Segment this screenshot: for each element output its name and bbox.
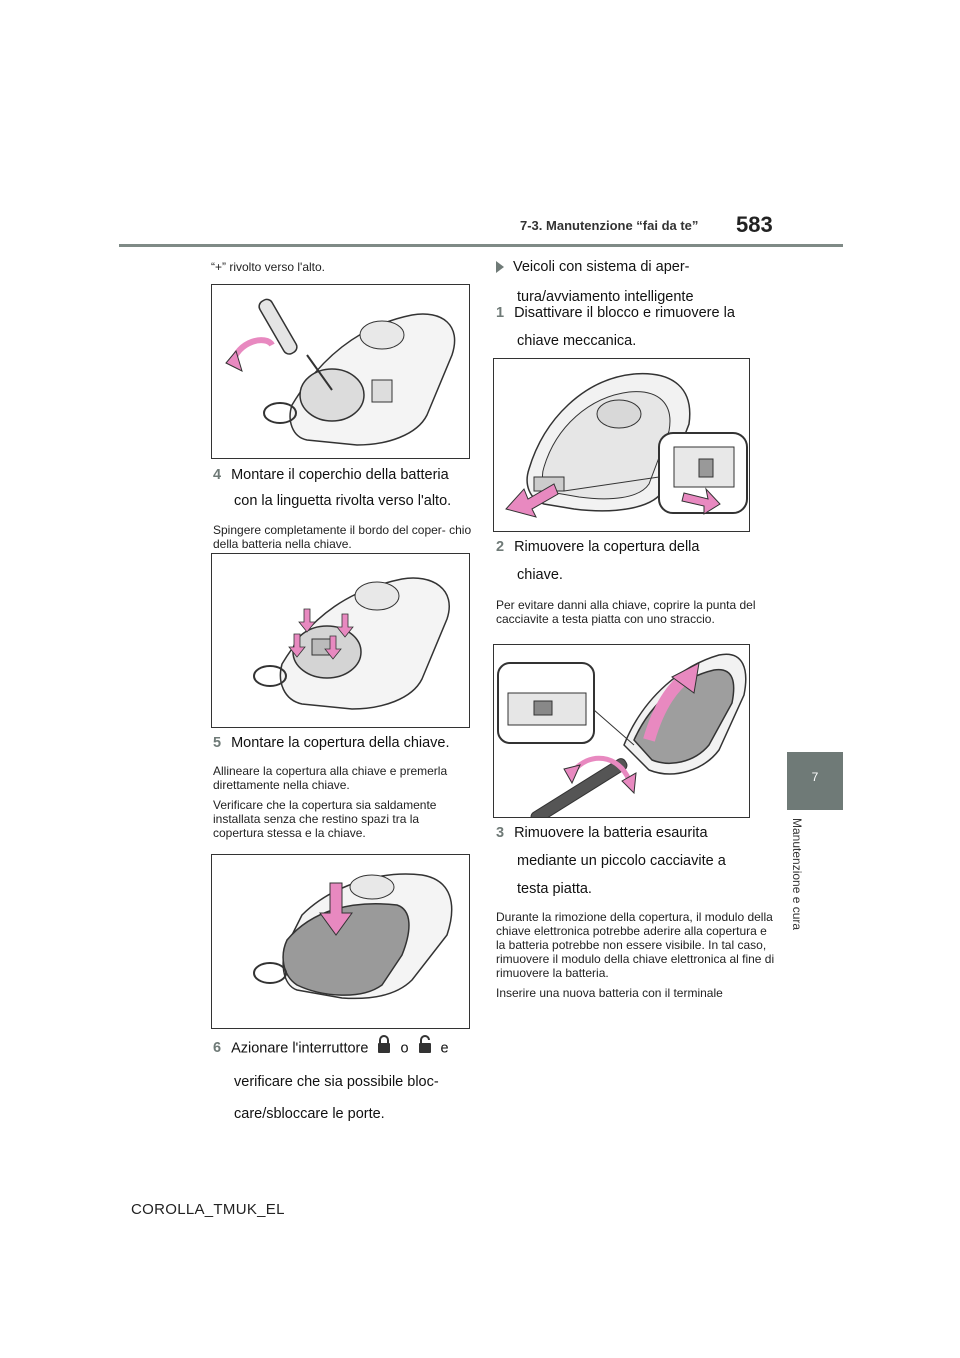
step-3-note-2: Inserire una nuova batteria con il termi… [496, 986, 723, 1000]
step-6-text-pre: Azionare l'interruttore [231, 1040, 369, 1057]
step-1-number: 1 [496, 305, 505, 321]
step-5-note-2: Verificare che la copertura sia saldamen… [213, 798, 437, 840]
step-6-number: 6 [213, 1040, 222, 1057]
figure-battery-cover [211, 553, 470, 728]
step-1-text-line1: Disattivare il blocco e rimuovere la [514, 305, 735, 321]
figure-remove-key-cover [493, 644, 750, 818]
step-4-text-line2: con la linguetta rivolta verso l'alto. [234, 493, 452, 509]
step-6-text-and: e [440, 1040, 449, 1057]
step-6-text-line3: care/sbloccare le porte. [234, 1106, 385, 1122]
subheading-line2: tura/avviamento intelligente [517, 289, 694, 305]
step-1: 1 Disattivare il blocco e rimuovere la ch… [496, 300, 776, 354]
header-divider [119, 244, 843, 247]
chapter-title: Manutenzione e cura [790, 818, 804, 931]
page-number: 583 [736, 212, 773, 237]
step-3: 3 Rimuovere la batteria esaurita mediante… [496, 820, 776, 1000]
figure-remove-battery-screwdriver [211, 284, 470, 459]
chapter-number: 7 [811, 770, 819, 784]
subheading-line1: Veicoli con sistema di aper- [513, 259, 690, 275]
step-2-text-line1: Rimuovere la copertura della [514, 539, 700, 555]
step-4-number: 4 [213, 467, 222, 483]
step-6: 6 Azionare l'interruttore o e verificare ch… [213, 1034, 483, 1127]
step-5-note-1: Allineare la copertura alla chiave e pre… [213, 764, 448, 792]
lock-icon [376, 1034, 392, 1063]
document-code: COROLLA_TMUK_EL [131, 1201, 285, 1218]
step-4-note: Spingere completamente il bordo del cope… [213, 523, 472, 551]
step-3-number: 3 [496, 825, 505, 841]
unlock-icon [417, 1034, 433, 1063]
step-4: 4 Montare il coperchio della batteria con… [213, 462, 483, 551]
chapter-side-label: Manutenzione e cura [772, 810, 832, 960]
step-5-text: Montare la copertura della chiave. [231, 735, 450, 751]
step-3-text-line2: mediante un piccolo cacciavite a [517, 853, 726, 869]
smart-key-subheading: Veicoli con sistema di aper- tura/avviam… [496, 254, 776, 310]
step-5: 5 Montare la copertura della chiave. Alli… [213, 730, 473, 840]
chapter-tab[interactable]: 7 [787, 752, 843, 810]
figure-mechanical-key-release [493, 358, 750, 532]
step-3-note-1: Durante la rimozione della copertura, il… [496, 910, 775, 980]
step-4-text-line1: Montare il coperchio della batteria [231, 467, 449, 483]
section-title: 7-3. Manutenzione “fai da te” [520, 218, 699, 233]
bullet-triangle-icon [496, 261, 504, 274]
step-2-note: Per evitare danni alla chiave, coprire l… [496, 598, 756, 626]
intro-note-block: “+” rivolto verso l'alto. [211, 260, 471, 274]
step-2: 2 Rimuovere la copertura della chiave. Pe… [496, 534, 776, 626]
step-6-text-or: o [400, 1040, 409, 1057]
step-1-text-line2: chiave meccanica. [517, 333, 637, 349]
step-3-text-line1: Rimuovere la batteria esaurita [514, 825, 708, 841]
figure-key-cover-attach [211, 854, 470, 1029]
step-6-text-line2: verificare che sia possibile bloc- [234, 1074, 439, 1090]
step-2-text-line2: chiave. [517, 567, 563, 583]
step-5-number: 5 [213, 735, 222, 751]
step-2-number: 2 [496, 539, 505, 555]
intro-note: “+” rivolto verso l'alto. [211, 260, 325, 274]
step-3-text-line3: testa piatta. [517, 881, 592, 897]
